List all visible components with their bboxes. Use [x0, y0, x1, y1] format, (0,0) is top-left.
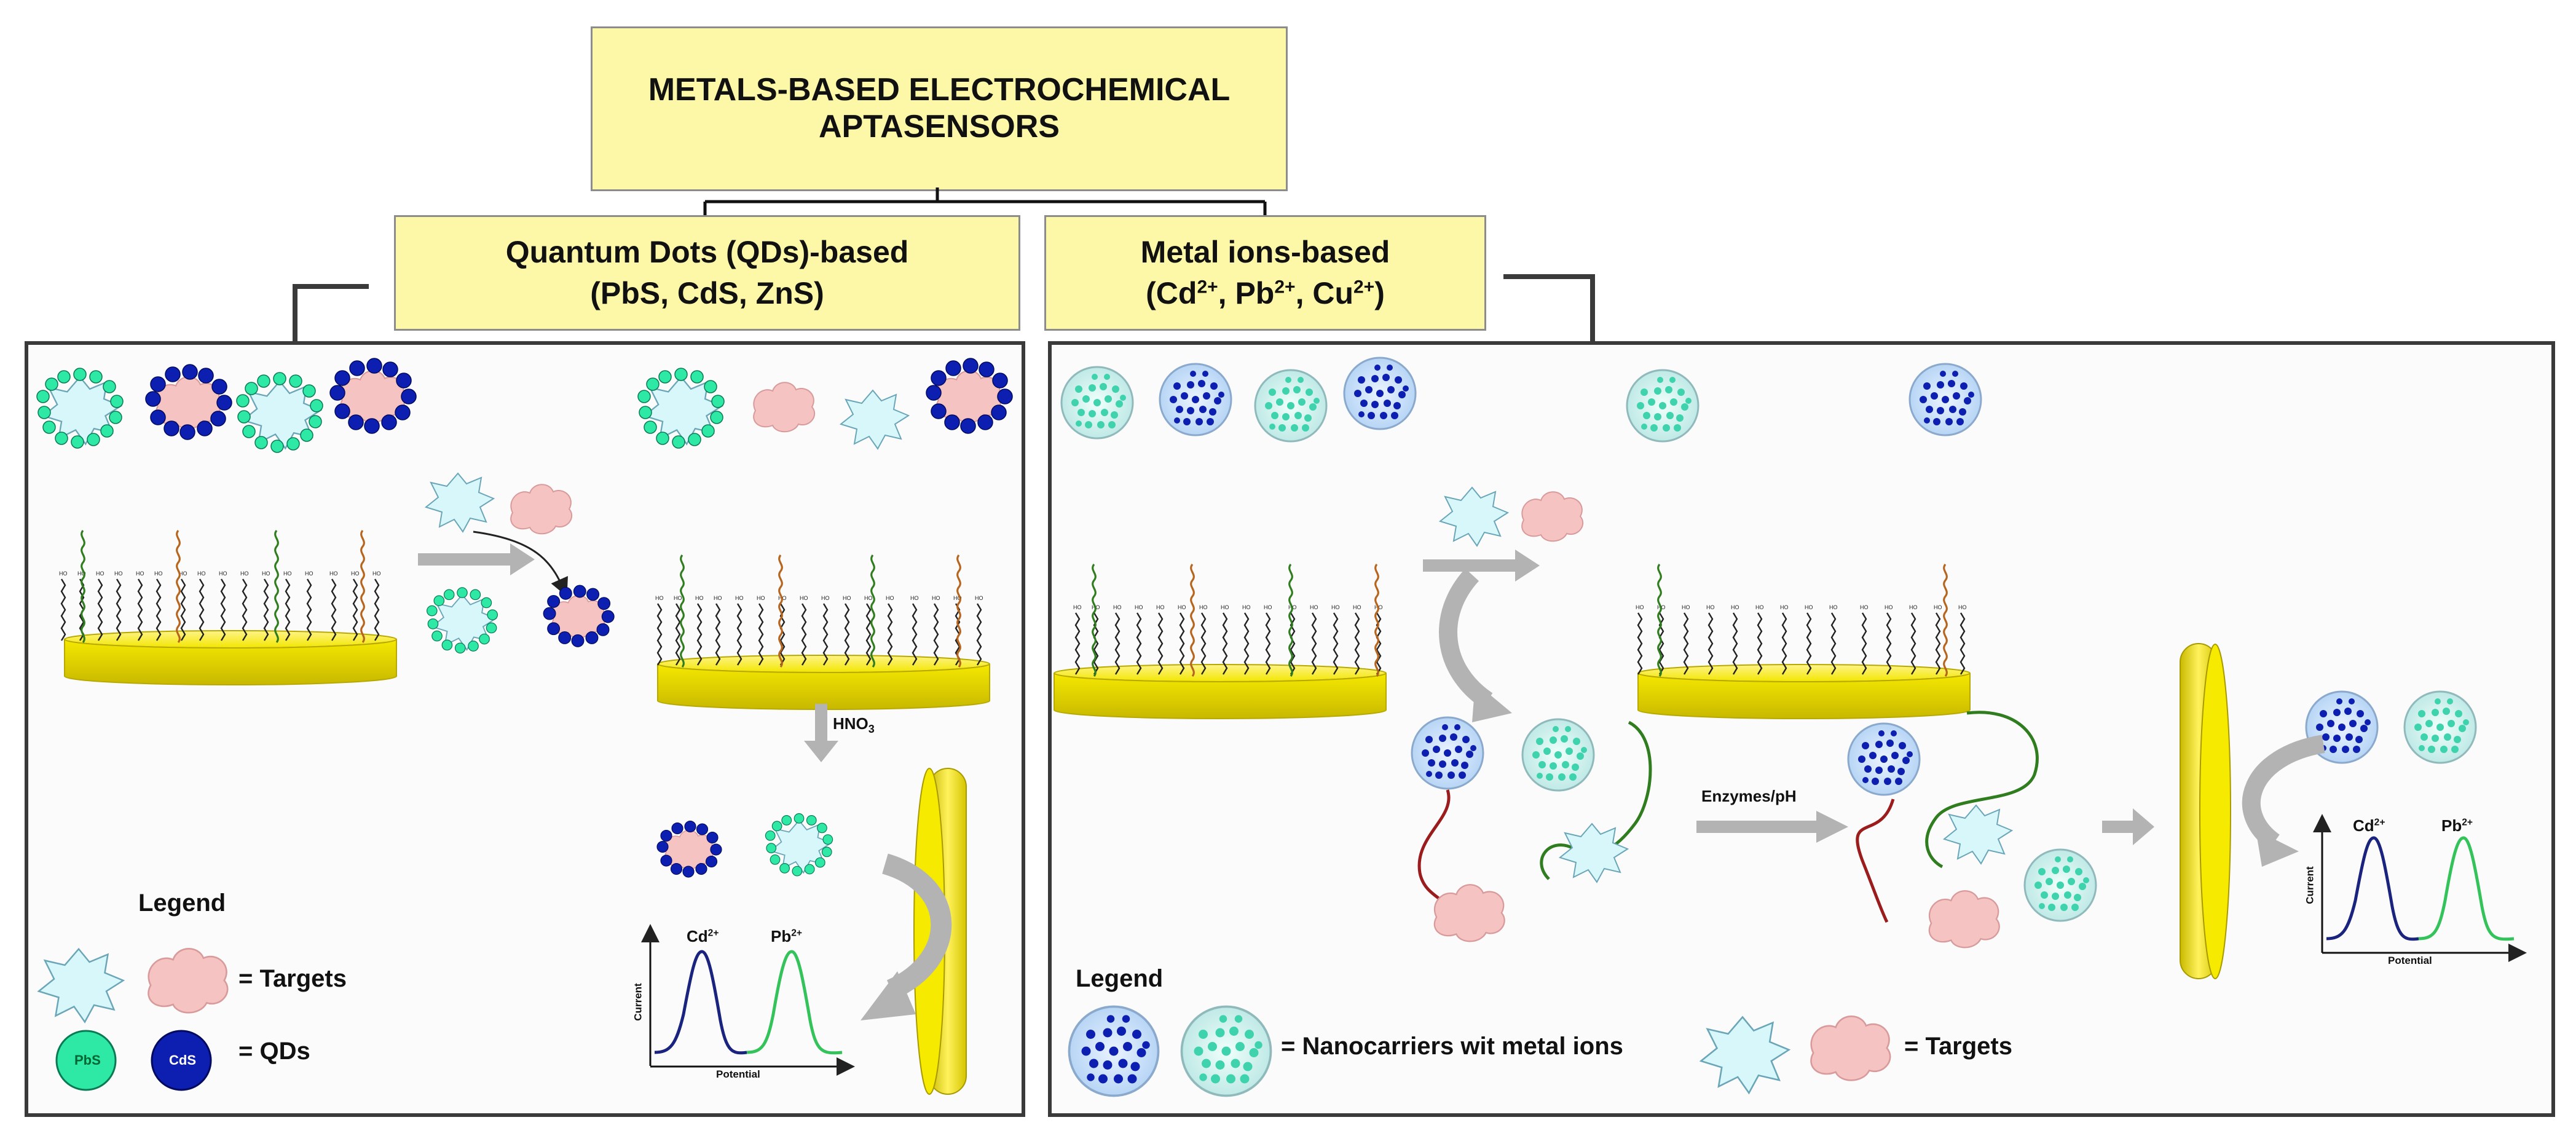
right-peak-pb-label: Pb2+ — [2441, 816, 2473, 835]
main-title-line1: METALS-BASED ELECTROCHEMICAL — [648, 72, 1231, 108]
left-legend-qds: = QDs — [238, 1038, 310, 1065]
left-voltammogram — [641, 924, 855, 1076]
left-yaxis-label: Current — [632, 983, 644, 1021]
qds-category-line1: Quantum Dots (QDs)-based — [505, 234, 909, 269]
left-legend-targets: = Targets — [238, 965, 347, 992]
main-title-line2: APTASENSORS — [819, 109, 1060, 144]
vertical-electrode-right — [2180, 643, 2231, 979]
right-voltammogram — [2313, 814, 2527, 962]
right-peak-cd-label: Cd2+ — [2353, 816, 2385, 835]
right-legend-nanocarriers: = Nanocarriers wit metal ions — [1281, 1033, 1623, 1060]
left-legend-title: Legend — [138, 889, 226, 917]
qds-category-box: Quantum Dots (QDs)-based (PbS, CdS, ZnS) — [394, 215, 1020, 331]
qds-category-line2: (PbS, CdS, ZnS) — [590, 276, 824, 310]
right-legend-targets: = Targets — [1904, 1033, 2012, 1060]
cds-qd-icon — [151, 1030, 212, 1091]
metal-ions-panel — [1048, 341, 2555, 1117]
right-legend-title: Legend — [1076, 965, 1164, 992]
cds-label: CdS — [169, 1052, 196, 1068]
metal-ions-category-line1: Metal ions-based — [1140, 234, 1390, 269]
main-title-box: METALS-BASED ELECTROCHEMICAL APTASENSORS — [591, 26, 1288, 191]
metal-ions-category-box: Metal ions-based (Cd2+, Pb2+, Cu2+) — [1044, 215, 1486, 331]
hno3-label: HNO3 — [833, 714, 875, 736]
metal-ions-category-line2: (Cd2+, Pb2+, Cu2+) — [1146, 276, 1385, 310]
right-xaxis-label: Potential — [2388, 955, 2432, 966]
pbs-label: PbS — [74, 1052, 101, 1068]
left-peak-pb-label: Pb2+ — [771, 927, 803, 945]
enzymes-ph-label: Enzymes/pH — [1701, 787, 1797, 805]
left-xaxis-label: Potential — [716, 1068, 760, 1080]
pbs-qd-icon — [55, 1030, 117, 1091]
right-yaxis-label: Current — [2304, 866, 2316, 904]
left-peak-cd-label: Cd2+ — [687, 927, 719, 945]
